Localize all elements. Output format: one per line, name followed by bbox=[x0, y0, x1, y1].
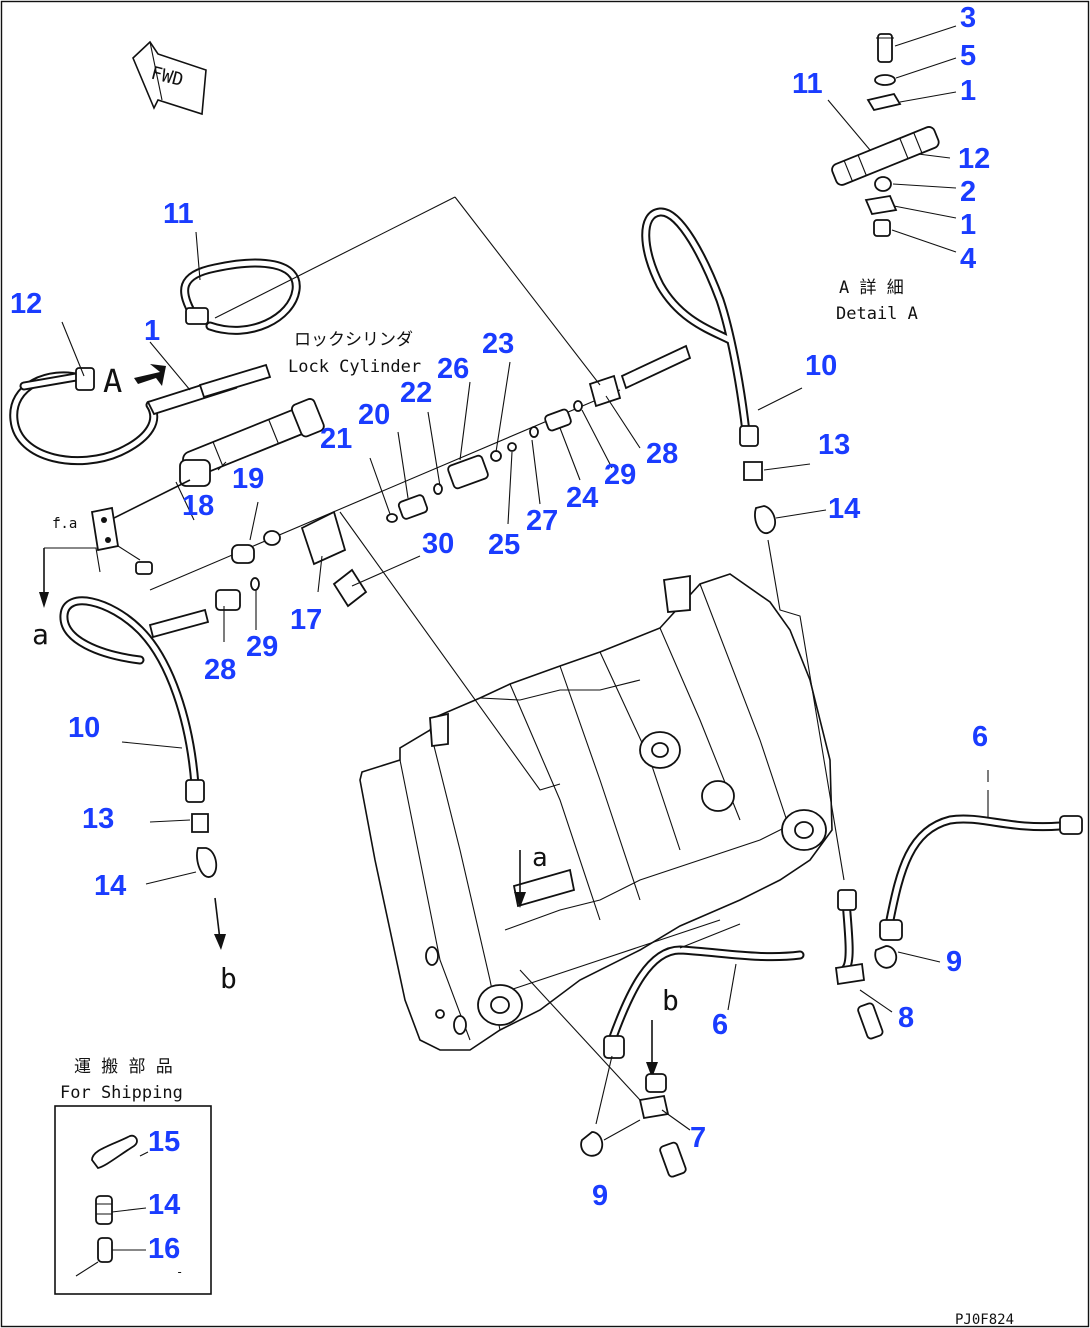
callout-17: 17 bbox=[290, 604, 322, 636]
lock-cylinder-jp: ロックシリンダ bbox=[294, 330, 413, 350]
callout-numbers: 3 5 1 11 12 2 1 4 11 12 1 23 26 22 20 21… bbox=[10, 2, 990, 1265]
callout-28: 28 bbox=[646, 438, 678, 470]
callout-4: 4 bbox=[960, 243, 976, 275]
detail-a-en: Detail A bbox=[836, 304, 918, 324]
lock-cylinder-en: Lock Cylinder bbox=[288, 357, 421, 377]
callout-1: 1 bbox=[144, 315, 160, 347]
callout-12: 12 bbox=[958, 143, 990, 175]
callout-9: 9 bbox=[592, 1180, 608, 1212]
callout-23: 23 bbox=[482, 328, 514, 360]
detail-a-group: A 詳 細 Detail A bbox=[827, 25, 957, 324]
callout-13: 13 bbox=[82, 803, 114, 835]
svg-text:f.a: f.a bbox=[52, 516, 77, 532]
callout-2: 2 bbox=[960, 176, 976, 208]
callout-14: 14 bbox=[828, 493, 860, 525]
left-lower-hose-group: b bbox=[59, 596, 237, 995]
callout-11: 11 bbox=[792, 68, 823, 100]
callout-10: 10 bbox=[68, 712, 100, 744]
view-a-label: A bbox=[103, 362, 122, 400]
fwd-label: FWD bbox=[149, 63, 186, 91]
left-hoses-group: A a f.a bbox=[9, 258, 325, 651]
callout-11: 11 bbox=[163, 198, 194, 230]
callout-1: 1 bbox=[960, 209, 976, 241]
callout-6: 6 bbox=[712, 1009, 728, 1041]
callout-6: 6 bbox=[972, 721, 988, 753]
callout-24: 24 bbox=[566, 482, 598, 514]
main-frame-group: a bbox=[339, 511, 833, 1051]
ref-a-center: a bbox=[532, 843, 548, 873]
callout-25: 25 bbox=[488, 529, 520, 561]
callout-18: 18 bbox=[182, 490, 214, 522]
right-hose-group bbox=[641, 207, 845, 881]
callout-leaders bbox=[61, 231, 641, 642]
callout-21: 21 bbox=[320, 423, 352, 455]
ref-b-center: b bbox=[662, 984, 679, 1017]
detail-a-jp: A 詳 細 bbox=[839, 278, 904, 298]
center-fittings-group bbox=[148, 196, 692, 639]
callout-14: 14 bbox=[94, 870, 126, 902]
shipping-en: For Shipping bbox=[60, 1083, 183, 1103]
callout-22: 22 bbox=[400, 377, 432, 409]
callout-12: 12 bbox=[10, 288, 42, 320]
shipping-jp: 運 搬 部 品 bbox=[74, 1057, 173, 1077]
callout-13: 13 bbox=[818, 429, 850, 461]
callout-5: 5 bbox=[960, 40, 976, 72]
callout-29: 29 bbox=[604, 459, 636, 491]
callout-10: 10 bbox=[805, 350, 837, 382]
callout-7: 7 bbox=[690, 1122, 706, 1154]
callout-9: 9 bbox=[946, 946, 962, 978]
callout-8: 8 bbox=[898, 1002, 914, 1034]
callout-29: 29 bbox=[246, 631, 278, 663]
ref-b-left: b bbox=[220, 962, 237, 995]
right-lower-hoses-group: b bbox=[519, 770, 1083, 1178]
callout-26: 26 bbox=[437, 353, 469, 385]
fwd-arrow-icon: FWD bbox=[132, 40, 207, 116]
callout-19: 19 bbox=[232, 463, 264, 495]
callout-27: 27 bbox=[526, 505, 558, 537]
callout-16: 16 bbox=[148, 1233, 180, 1265]
shipping-box: 運 搬 部 品 For Shipping - bbox=[54, 1057, 212, 1295]
view-a-arrow-icon bbox=[134, 364, 166, 386]
callout-15: 15 bbox=[148, 1126, 180, 1158]
svg-text:-: - bbox=[176, 1265, 183, 1279]
callout-20: 20 bbox=[358, 399, 390, 431]
ref-a-left: a bbox=[32, 618, 49, 651]
callout-14: 14 bbox=[148, 1189, 180, 1221]
callout-30: 30 bbox=[422, 528, 454, 560]
drawing-code: PJ0F824 bbox=[955, 1312, 1014, 1328]
callout-28: 28 bbox=[204, 654, 236, 686]
callout-3: 3 bbox=[960, 2, 976, 34]
callout-1: 1 bbox=[960, 75, 976, 107]
